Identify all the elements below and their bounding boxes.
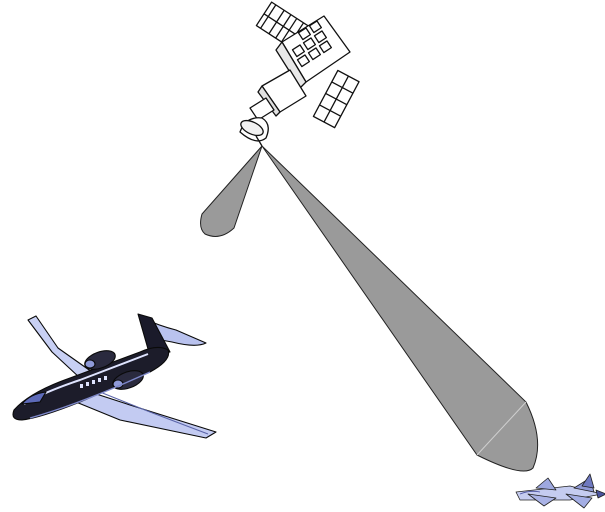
short-signal-beam bbox=[200, 145, 263, 237]
beam-tip-highlight bbox=[476, 401, 527, 456]
satellite-icon bbox=[239, 1, 360, 147]
fighter-jet-icon bbox=[515, 473, 605, 509]
business-jet-icon bbox=[12, 313, 217, 439]
long-signal-beam bbox=[261, 145, 539, 472]
